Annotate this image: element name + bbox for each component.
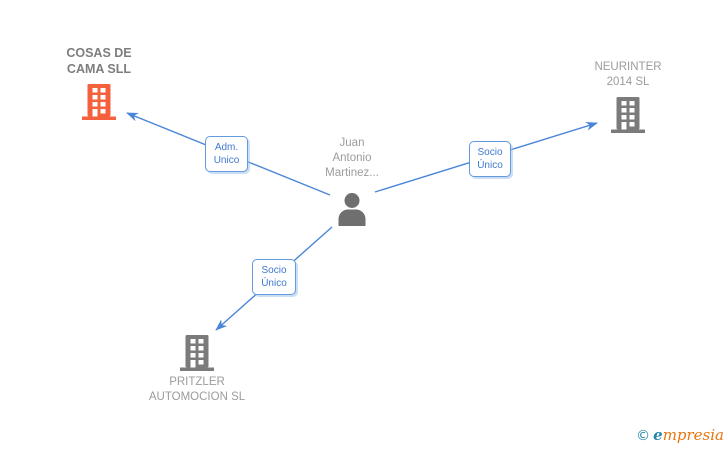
- building-icon: [82, 84, 116, 120]
- building-icon: [611, 97, 645, 133]
- edge-label-socio-unico-right[interactable]: Socio Único: [469, 141, 511, 177]
- brand-initial: e: [653, 426, 663, 444]
- company-name-cosas-de-cama: COSAS DE CAMA SLL: [66, 46, 132, 76]
- edge-label-socio-unico-bottom[interactable]: Socio Único: [252, 259, 296, 295]
- person-icon: [338, 193, 366, 226]
- company-node-cosas-de-cama[interactable]: COSAS DE CAMA SLL: [44, 46, 154, 120]
- person-name: Juan Antonio Martinez...: [325, 137, 379, 179]
- company-name-pritzler: PRITZLER AUTOMOCION SL: [148, 376, 246, 403]
- person-node[interactable]: Juan Antonio Martinez...: [312, 136, 392, 226]
- watermark-empresia[interactable]: ©empresia: [636, 426, 724, 445]
- brand-rest: mpresia: [662, 426, 724, 444]
- building-icon: [180, 335, 214, 371]
- company-name-neurinter: NEURINTER 2014 SL: [594, 61, 662, 88]
- company-node-neurinter[interactable]: NEURINTER 2014 SL: [573, 60, 683, 133]
- company-node-pritzler[interactable]: PRITZLER AUTOMOCION SL: [132, 335, 262, 405]
- edge-label-adm-unico[interactable]: Adm. Unico: [205, 136, 248, 172]
- copyright-icon: ©: [636, 428, 651, 444]
